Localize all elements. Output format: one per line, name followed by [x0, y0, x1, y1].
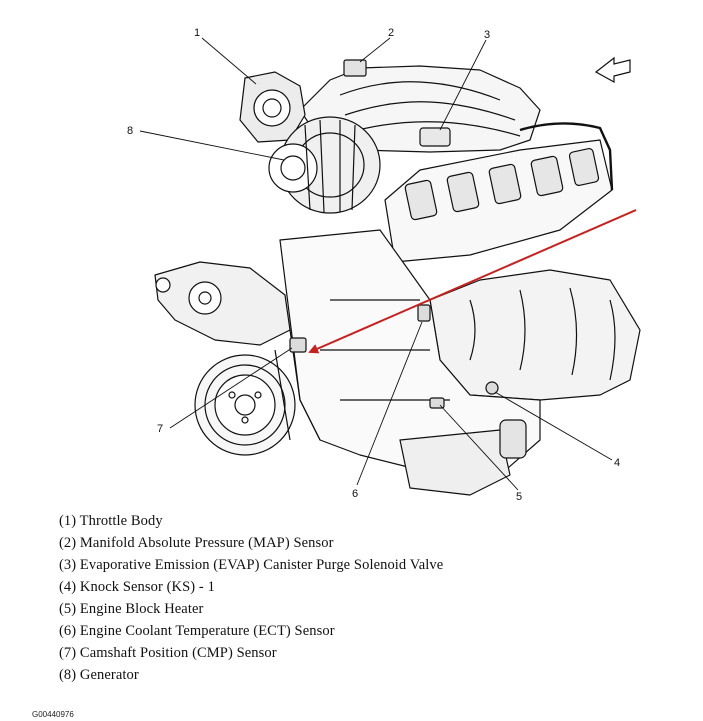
evap-purge-valve: [419, 127, 451, 147]
map-sensor: [343, 59, 367, 77]
oil-pan: [399, 429, 511, 496]
figure-code: G00440976: [32, 710, 74, 719]
red-pointer-arrow-icon: [308, 209, 637, 354]
coolant-crossover-pipe: [519, 122, 614, 191]
callout-3: 3: [484, 29, 490, 41]
callout-8: 8: [127, 125, 133, 137]
intake-runners: [339, 81, 521, 137]
water-pump: [154, 261, 291, 346]
legend-item-knock-sensor: (4) Knock Sensor (KS) - 1: [59, 579, 215, 595]
callout-6: 6: [352, 488, 358, 500]
legend-item-ect-sensor: (6) Engine Coolant Temperature (ECT) Sen…: [59, 623, 335, 639]
callout-4: 4: [614, 457, 620, 469]
legend-item-evap-purge-valve: (3) Evaporative Emission (EVAP) Canister…: [59, 557, 444, 573]
ect-sensor: [417, 304, 431, 322]
ignition-coils: [404, 148, 600, 221]
legend-item-throttle-body: (1) Throttle Body: [59, 513, 163, 529]
callout-1: 1: [194, 27, 200, 39]
legend-item-block-heater: (5) Engine Block Heater: [59, 601, 204, 617]
generator: [268, 116, 381, 214]
component-legend: (1) Throttle Body (2) Manifold Absolute …: [59, 510, 443, 686]
callout-5: 5: [516, 491, 522, 503]
legend-item-cmp-sensor: (7) Camshaft Position (CMP) Sensor: [59, 645, 277, 661]
callout-leaders: [139, 37, 613, 491]
cmp-sensor: [289, 337, 307, 353]
callout-7: 7: [157, 423, 163, 435]
exhaust-manifold: [429, 269, 641, 401]
engine-illustration: [154, 59, 641, 496]
oil-filter: [499, 419, 527, 459]
callout-2: 2: [388, 27, 394, 39]
legend-item-generator: (8) Generator: [59, 667, 139, 683]
callouts: 1 2 3 4 5 6 7 8: [127, 27, 620, 503]
engine-diagram: 1 2 3 4 5 6 7 8: [127, 27, 641, 503]
front-direction-arrow-icon: [594, 56, 631, 84]
knock-sensor: [485, 381, 499, 395]
crankshaft-balancer: [194, 354, 296, 456]
legend-item-map-sensor: (2) Manifold Absolute Pressure (MAP) Sen…: [59, 535, 334, 551]
